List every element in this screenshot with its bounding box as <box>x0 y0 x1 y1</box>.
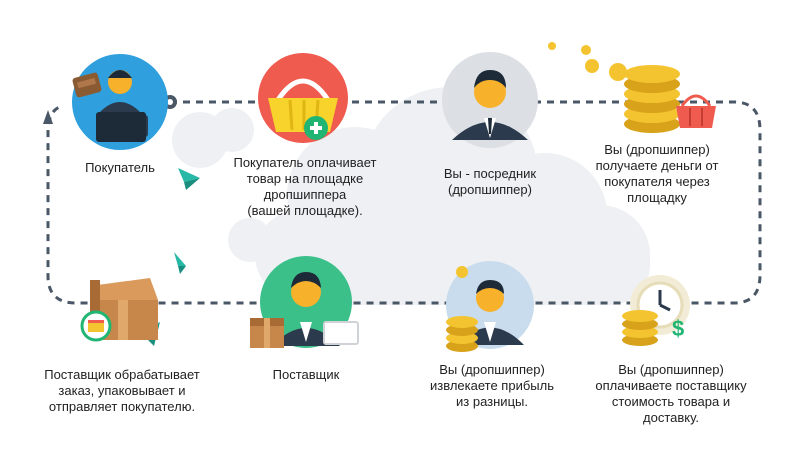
businessman-coins-icon <box>446 261 534 352</box>
buyer-laptop-icon <box>72 54 168 150</box>
step-supplier-label: Поставщик <box>272 367 340 382</box>
flow-arrowhead <box>43 110 53 124</box>
step-pay-supplier-label: Вы (дропшиппер) оплачиваете поставщику с… <box>595 362 747 425</box>
step-buyer-label: Покупатель <box>85 160 155 175</box>
package-box-icon <box>80 278 158 342</box>
basket-add-icon <box>258 53 348 143</box>
step-middleman-label: Вы - посредник (дропшиппер) <box>443 166 537 197</box>
step-pay-label: Покупатель оплачивает товар на площадке … <box>233 155 377 218</box>
flow-dashed-path <box>46 100 762 305</box>
clock-coins-dollar-icon: $ <box>622 275 690 346</box>
step-ship-label: Поставщик обрабатывает заказ, упаковывае… <box>44 367 200 414</box>
businessman-icon <box>442 52 538 148</box>
svg-text:$: $ <box>672 316 684 341</box>
supplier-box-icon <box>250 256 359 348</box>
coins-basket-icon <box>548 42 716 133</box>
paper-plane-icon <box>174 252 186 274</box>
step-profit-label: Вы (дропшиппер) извлекаете прибыль из ра… <box>430 362 554 409</box>
background-cloud <box>172 87 650 305</box>
paper-plane-icon <box>178 168 200 190</box>
step-receive-label: Вы (дропшиппер) получаете деньги от поку… <box>595 142 719 205</box>
